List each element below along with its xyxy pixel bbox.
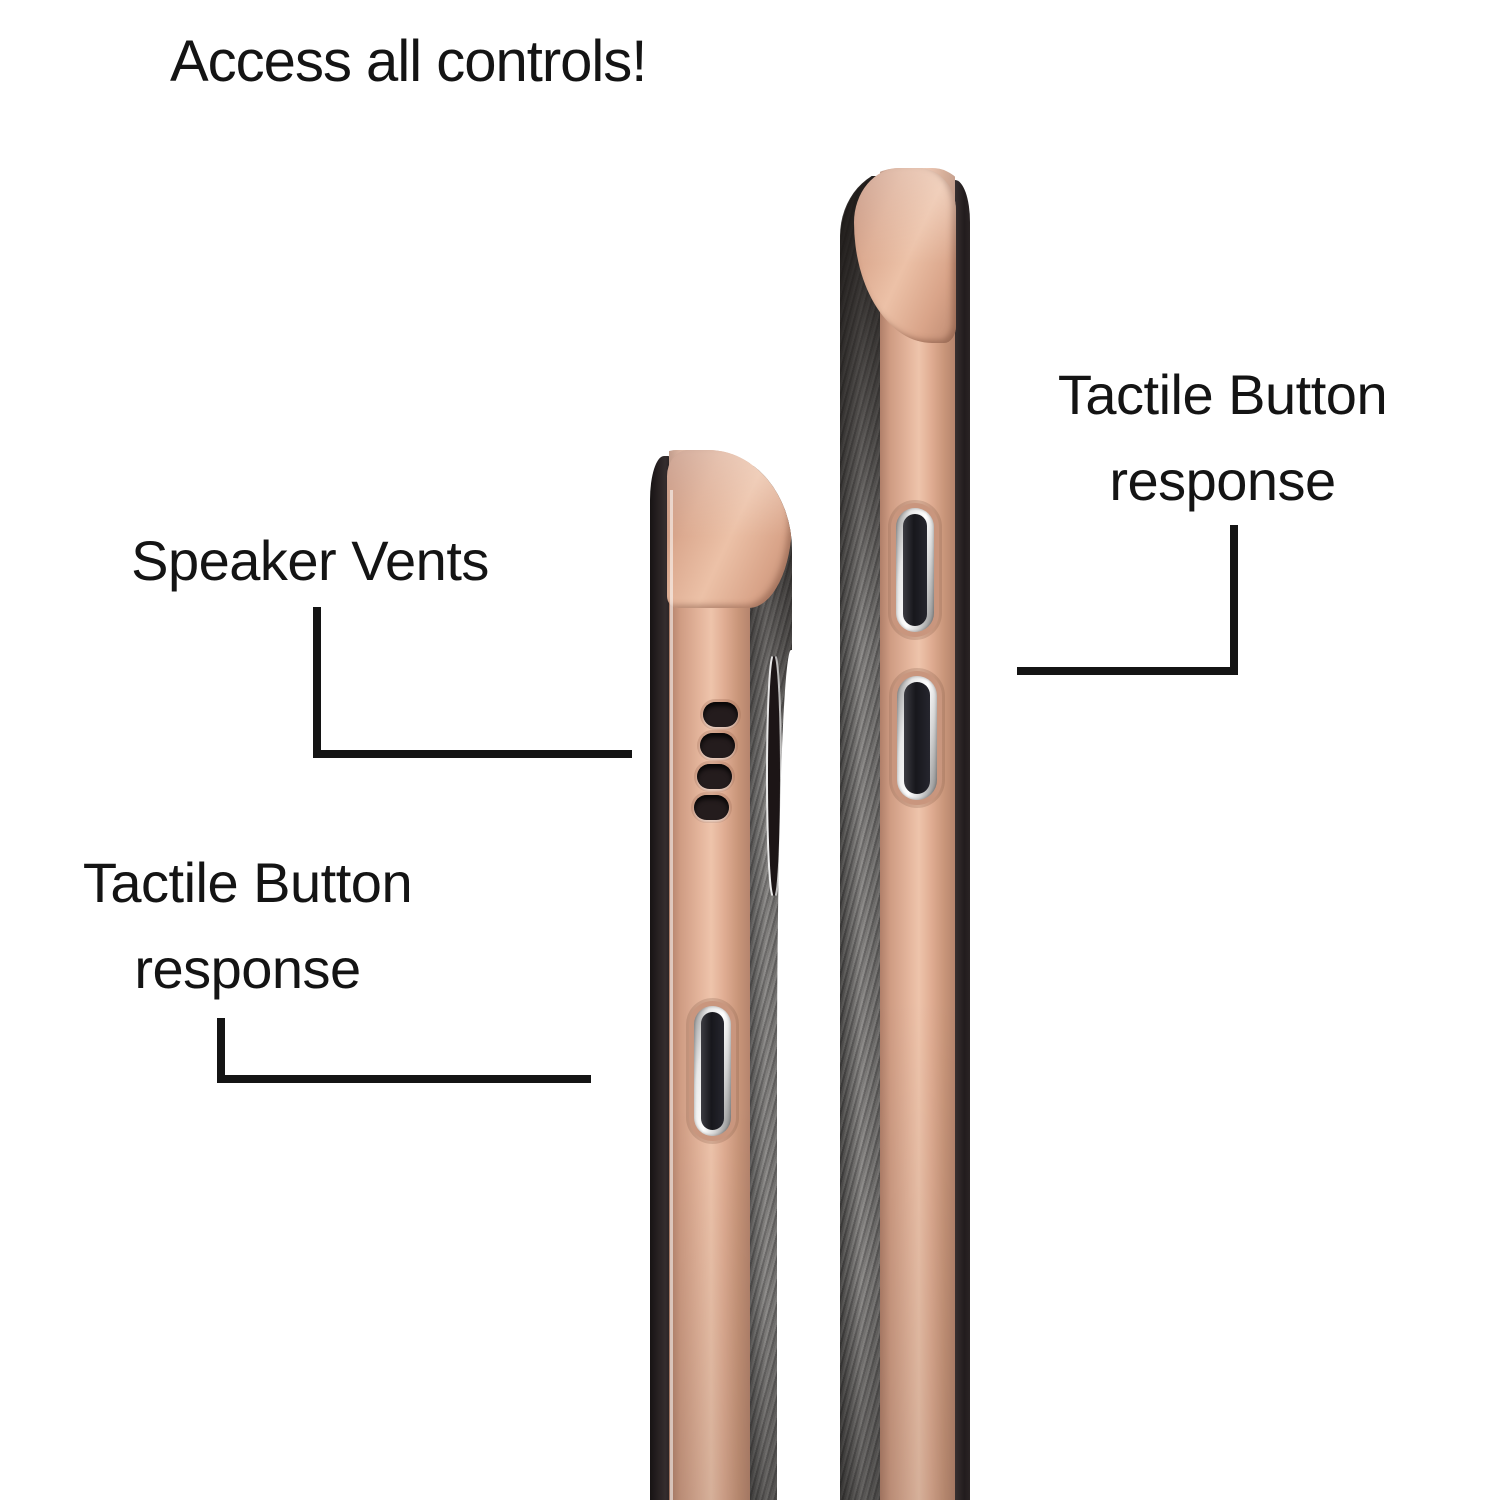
carbon-fiber-back bbox=[840, 176, 887, 1500]
vent-hole bbox=[694, 795, 729, 820]
power-button bbox=[896, 508, 934, 632]
rose-gold-top-dome bbox=[667, 450, 792, 608]
tactile-right-line2: response bbox=[1109, 449, 1336, 512]
callout-line-tactile-left bbox=[217, 1018, 591, 1083]
tactile-button-label-right: Tactile Button response bbox=[1010, 352, 1435, 524]
page-title: Access all controls! bbox=[170, 29, 647, 94]
tactile-left-line1: Tactile Button bbox=[82, 851, 413, 914]
vent-hole bbox=[697, 764, 732, 789]
phone-case-small bbox=[650, 450, 792, 1500]
tactile-left-line2: response bbox=[134, 937, 361, 1000]
front-edge bbox=[952, 180, 970, 1500]
callout-line-speaker-vents bbox=[313, 607, 632, 758]
front-edge bbox=[650, 456, 672, 1500]
volume-button bbox=[897, 676, 937, 800]
background-cutout bbox=[777, 650, 792, 1500]
rose-gold-side-band bbox=[669, 450, 750, 1500]
phone-case-large bbox=[840, 168, 970, 1500]
speaker-vents bbox=[650, 450, 792, 1500]
vent-hole bbox=[703, 702, 738, 727]
speaker-vents-label: Speaker Vents bbox=[131, 529, 489, 592]
tactile-right-line1: Tactile Button bbox=[1057, 363, 1388, 426]
side-button-small-phone bbox=[694, 1006, 731, 1136]
callout-line-tactile-right bbox=[1017, 525, 1238, 675]
camera-edge bbox=[768, 656, 780, 896]
tactile-button-label-left: Tactile Button response bbox=[30, 840, 465, 1012]
seam-highlight bbox=[670, 490, 673, 1500]
rose-gold-side-band bbox=[880, 168, 955, 1500]
vent-hole bbox=[700, 733, 735, 758]
